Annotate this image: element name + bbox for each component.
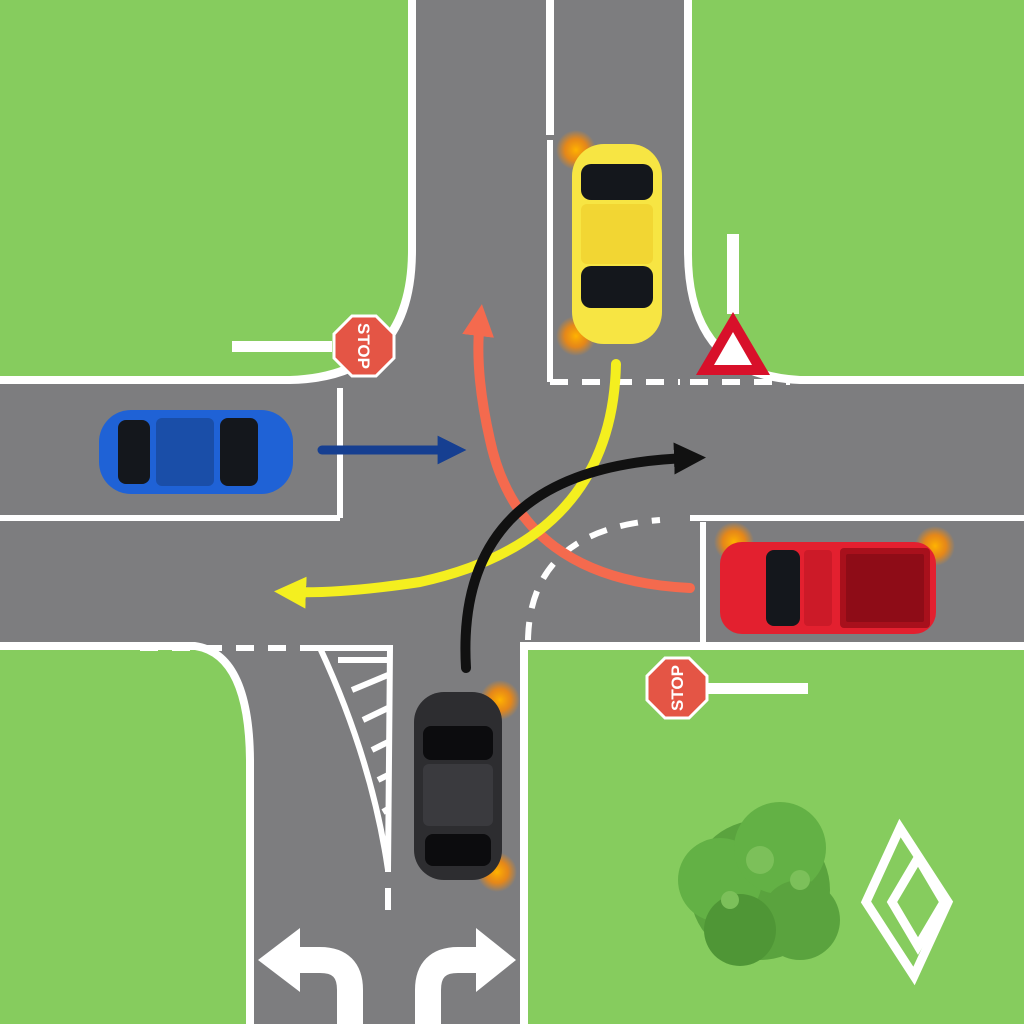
yellow-car: [572, 144, 662, 344]
stop-sign-top-left: STOP: [332, 314, 396, 378]
stop-sign-octagon: [332, 314, 396, 378]
orange-path-arrow: [462, 304, 695, 593]
renault-diamond-logo: [860, 818, 954, 986]
stop-sign-bottom-right: STOP: [645, 656, 709, 720]
stop-sign-text: STOP: [668, 665, 687, 711]
bush-icon: [678, 802, 840, 966]
right-turn-arrow-icon: [415, 928, 516, 1024]
yield-sign: [696, 312, 770, 375]
black-path-arrow: [460, 442, 706, 673]
red-pickup: [720, 542, 936, 634]
left-turn-arrow-icon: [258, 928, 363, 1024]
stop-sign-octagon: [645, 656, 709, 720]
stop-sign-text: STOP: [354, 323, 373, 369]
traffic-island-hatching: [315, 645, 394, 871]
blue-car: [99, 410, 293, 494]
yellow-path-arrow: [274, 359, 621, 609]
black-car: [414, 692, 502, 880]
path-arrows: [274, 304, 706, 673]
sign-posts: [232, 234, 808, 694]
black-turn-guide-dashed: [525, 517, 661, 641]
